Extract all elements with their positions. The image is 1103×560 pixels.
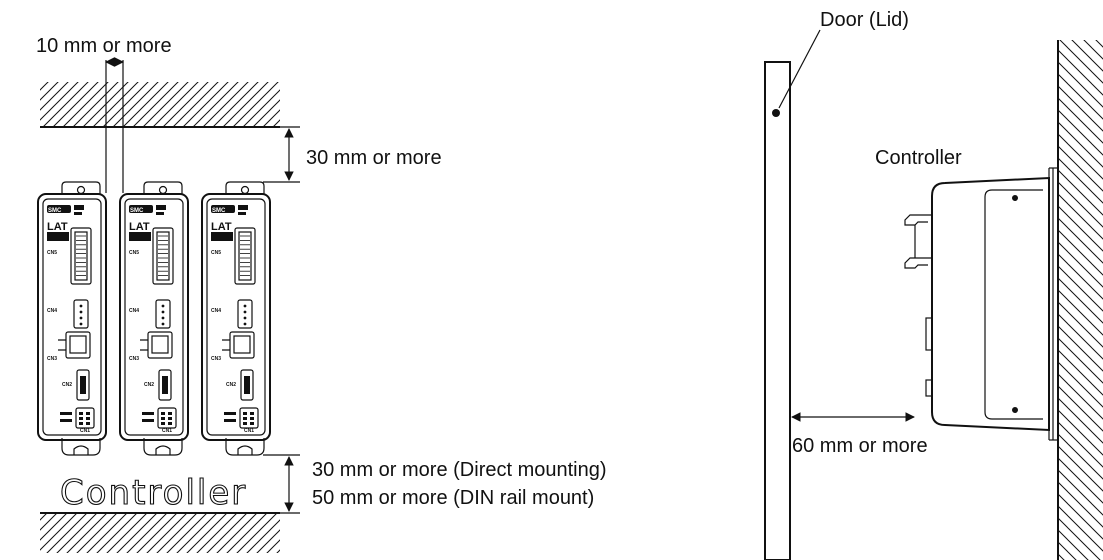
svg-text:CN2: CN2 xyxy=(144,382,154,388)
door-leader-line xyxy=(778,29,821,109)
side-controller-label: Controller xyxy=(875,147,962,169)
svg-text:CN4: CN4 xyxy=(47,308,57,314)
svg-text:CN2: CN2 xyxy=(62,382,72,388)
svg-text:CN3: CN3 xyxy=(47,356,57,362)
svg-text:SMC: SMC xyxy=(212,208,226,214)
svg-text:LAT: LAT xyxy=(47,221,68,233)
svg-text:CN3: CN3 xyxy=(129,356,139,362)
svg-text:CN5: CN5 xyxy=(47,250,57,256)
top-wall-hatch xyxy=(40,82,280,128)
door-label: Door (Lid) xyxy=(820,9,909,31)
svg-text:SMC: SMC xyxy=(130,208,144,214)
door-hinge xyxy=(772,109,780,117)
front-controller-caption: Controller xyxy=(60,473,247,513)
door-panel xyxy=(764,61,791,560)
door-gap-label: 60 mm or more xyxy=(792,435,928,457)
svg-text:CN2: CN2 xyxy=(226,382,236,388)
top-gap-label: 30 mm or more xyxy=(306,147,442,169)
svg-text:CN5: CN5 xyxy=(211,250,221,256)
bottom-wall-hatch xyxy=(40,512,280,553)
svg-text:CN4: CN4 xyxy=(211,308,221,314)
svg-text:LAT: LAT xyxy=(211,221,232,233)
side-gap-dimension xyxy=(105,57,124,193)
svg-text:CN1: CN1 xyxy=(244,428,254,434)
svg-text:SMC: SMC xyxy=(48,208,62,214)
svg-text:CN5: CN5 xyxy=(129,250,139,256)
controller-units: SMCLATCN5CN4CN3CN2CN1SMCLATCN5CN4CN3CN2C… xyxy=(37,181,271,456)
controller-side-view xyxy=(904,167,1058,441)
back-wall xyxy=(1057,40,1103,560)
bottom-gap-din-label: 50 mm or more (DIN rail mount) xyxy=(312,487,594,509)
svg-text:LAT: LAT xyxy=(129,221,150,233)
bottom-gap-dimension xyxy=(263,454,300,514)
svg-text:CN1: CN1 xyxy=(162,428,172,434)
svg-text:CN1: CN1 xyxy=(80,428,90,434)
svg-text:CN4: CN4 xyxy=(129,308,139,314)
bottom-gap-direct-label: 30 mm or more (Direct mounting) xyxy=(312,459,607,481)
side-gap-label: 10 mm or more xyxy=(36,35,172,57)
svg-text:CN3: CN3 xyxy=(211,356,221,362)
top-gap-dimension xyxy=(263,126,300,183)
